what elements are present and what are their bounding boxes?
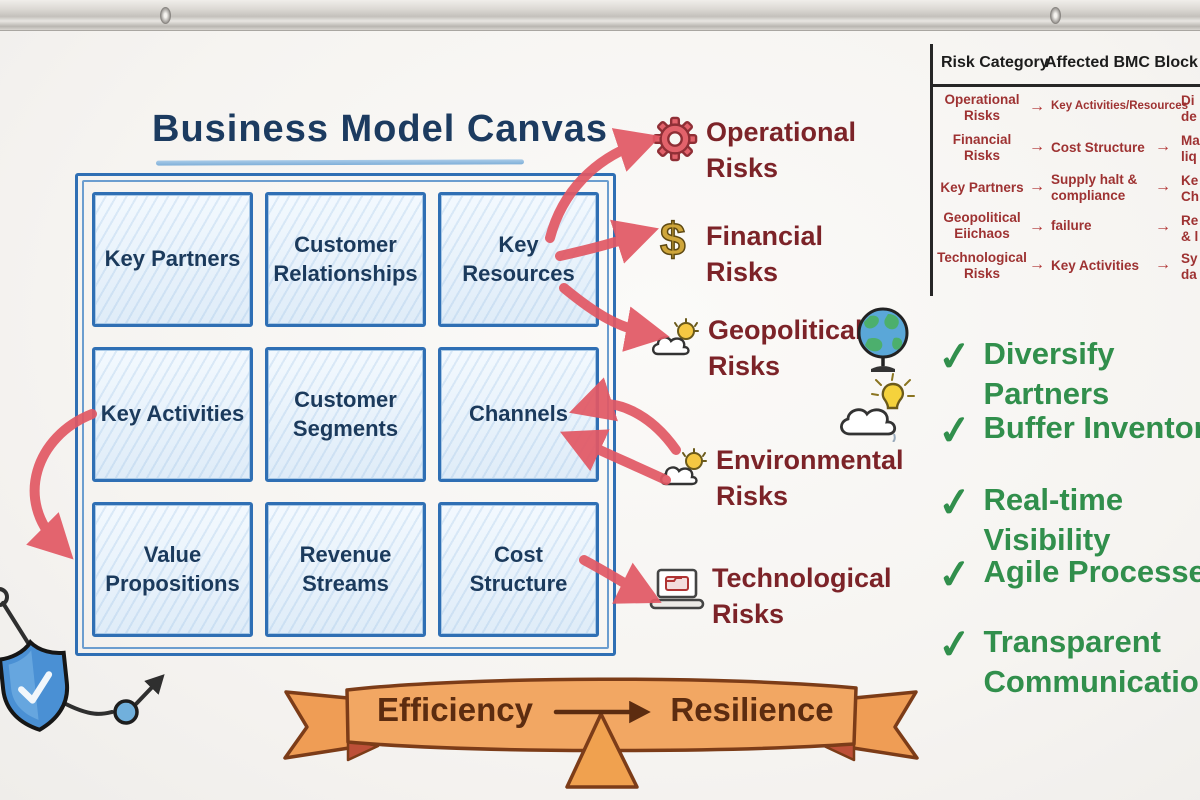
globe-icon (857, 307, 909, 372)
checklist-label: Buffer Inventory (983, 410, 1200, 445)
checklist-label: Diversify Partners (983, 336, 1115, 412)
risk-table: Risk Category Affected BMC Block Operati… (930, 44, 1200, 296)
cell-block: Key Activities (1051, 258, 1140, 273)
cell-block: Cost Structure (1051, 140, 1145, 155)
arrow-right-icon: → (1029, 98, 1045, 115)
risk-label: Financial Risks (706, 221, 824, 288)
page-title: Business Model Canvas (152, 108, 609, 150)
bmc-cell-key-resources: Key Resources (438, 192, 599, 327)
dollar-icon: $ (659, 212, 686, 266)
cell-category: Operational Risks (944, 92, 1020, 123)
cell-block: Key Activities/Resources (1051, 100, 1189, 112)
checklist-label: Transparent Communication (983, 624, 1200, 700)
table-row: Geopolitical Eiichaos → failure → Re & l (933, 210, 1200, 250)
bmc-cell-customer-relationships: Customer Relationships (265, 192, 426, 327)
table-header-risk-category: Risk Category (941, 54, 1049, 71)
screw-icon (160, 7, 171, 24)
network-edge (60, 700, 114, 716)
risk-item-operational: Operational Risks (652, 114, 856, 187)
check-icon: ✓ (935, 333, 974, 381)
shield-check-icon (0, 639, 70, 732)
risk-label: Environmental Risks (716, 445, 904, 512)
check-icon: ✓ (935, 551, 974, 599)
check-icon: ✓ (935, 479, 974, 527)
check-icon: ✓ (935, 621, 974, 669)
cell-mitigation: Re & l (1181, 213, 1199, 244)
cell-category: Financial Risks (952, 132, 1012, 163)
banner-fold-right (822, 738, 856, 762)
risk-item-financial: $ Financial Risks (659, 210, 824, 291)
laptop-icon (649, 568, 705, 610)
risk-label: Technological Risks (712, 563, 892, 630)
cloud-sun-icon (659, 448, 707, 486)
arrow-right-icon: → (1155, 218, 1171, 235)
cell-mitigation: Ke Ch (1181, 173, 1199, 204)
arrow-right-icon: → (1029, 218, 1045, 235)
cell-category: Technological Risks (937, 250, 1027, 281)
fulcrum-triangle (565, 712, 639, 789)
banner-tail-left (283, 690, 351, 760)
network-arrow (134, 674, 165, 706)
risk-item-geopolitical: Geopolitical Risks (650, 312, 863, 385)
table-header-affected-block: Affected BMC Block (1045, 54, 1198, 71)
title-underline (155, 159, 525, 166)
risk-item-environmental: Environmental Risks (658, 442, 904, 515)
arrow-right-icon: → (1029, 138, 1045, 155)
bmc-cell-cost-structure: Cost Structure (438, 502, 599, 637)
network-edge (1, 601, 32, 648)
arrow-right-icon: → (1155, 256, 1171, 273)
cell-category: Key Partners (940, 180, 1024, 195)
table-row: Key Partners → Supply halt & compliance … (933, 172, 1200, 212)
risk-item-technological: Technological Risks (648, 560, 892, 633)
risk-label: Operational Risks (706, 117, 857, 184)
checklist-item: ✓Transparent Communication (935, 621, 1200, 703)
network-node (113, 699, 139, 725)
bmc-grid: Key Partners Customer Relationships Key … (75, 173, 616, 656)
screw-icon (1050, 7, 1061, 24)
bmc-cell-key-activities: Key Activities (92, 347, 253, 482)
arrow-right-icon: → (1155, 178, 1171, 195)
cell-category: Geopolitical Eiichaos (943, 210, 1021, 241)
banner-tail-right (851, 690, 919, 760)
banner-label-resilience: Resilience (670, 691, 834, 728)
checklist-label: Real-time Visibility (983, 482, 1124, 558)
cell-mitigation: Ma liq (1181, 133, 1200, 164)
bmc-cell-revenue-streams: Revenue Streams (265, 502, 426, 637)
arrow-right-icon: → (1155, 138, 1171, 155)
arrow-right-icon: → (1029, 256, 1045, 273)
bmc-cell-key-partners: Key Partners (92, 192, 253, 327)
banner-label-efficiency: Efficiency (377, 691, 533, 728)
top-rail (0, 0, 1200, 31)
bmc-cell-channels: Channels (438, 347, 599, 482)
arrow-right-icon: → (1029, 178, 1045, 195)
checklist-item: ✓ Agile Processes (935, 551, 1200, 599)
cell-block: failure (1051, 218, 1092, 233)
table-row: Operational Risks → Key Activities/Resou… (933, 92, 1200, 132)
banner-fold-left (346, 738, 380, 762)
table-row: Technological Risks → Key Activities → S… (933, 250, 1200, 290)
check-icon: ✓ (935, 407, 974, 455)
cell-block: Supply halt & compliance (1051, 172, 1138, 203)
cell-mitigation: Sy da (1181, 251, 1198, 282)
table-divider (933, 84, 1200, 87)
bmc-cell-customer-segments: Customer Segments (265, 347, 426, 482)
bmc-cell-value-propositions: Value Propositions (92, 502, 253, 637)
gear-icon (652, 116, 698, 162)
checklist-label: Agile Processes (983, 554, 1200, 589)
cell-mitigation: Di de (1181, 93, 1197, 124)
cloud-lightbulb-icon (840, 373, 915, 442)
table-row: Financial Risks → Cost Structure → Ma li… (933, 132, 1200, 172)
network-node (0, 587, 9, 607)
cloud-sun-icon (651, 318, 699, 356)
risk-label: Geopolitical Risks (708, 315, 863, 382)
checklist-item: ✓ Buffer Inventory (935, 407, 1200, 455)
checklist-item: ✓Diversify Partners (935, 333, 1200, 415)
checklist-item: ✓Real-time Visibility (935, 479, 1200, 561)
